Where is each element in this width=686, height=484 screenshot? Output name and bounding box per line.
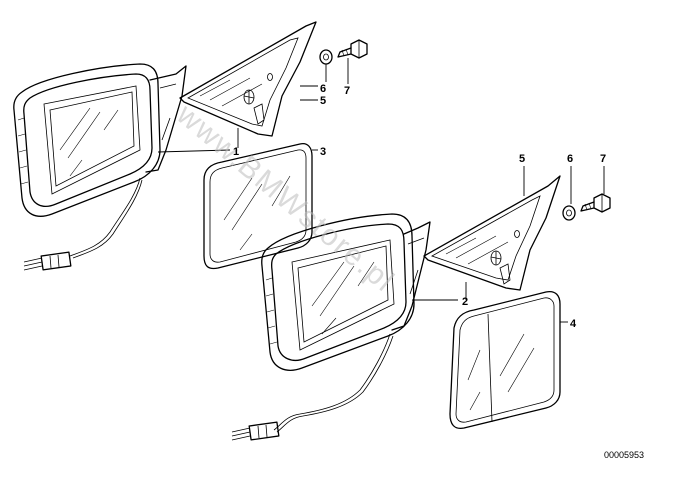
callout-left-glass: 3 (320, 146, 326, 158)
right-mirror-base (423, 175, 561, 291)
callout-right-assembly: 2 (462, 296, 468, 308)
callout-left-assembly: 1 (233, 146, 239, 158)
left-mirror-base (179, 21, 317, 137)
right-mirror-glass (449, 290, 561, 430)
right-mirror-assembly (231, 213, 431, 441)
callout-right-screw: 7 (600, 153, 606, 165)
left-mirror-assembly (13, 63, 187, 271)
diagram-part-number: 00005953 (604, 450, 644, 460)
callout-right-base: 5 (519, 153, 525, 165)
callout-left-screw: 7 (344, 85, 350, 97)
callout-right-washer: 6 (567, 153, 573, 165)
right-screw (580, 193, 611, 213)
callout-left-base: 5 (320, 95, 326, 107)
left-screw (337, 39, 368, 59)
callout-left-washer: 6 (320, 83, 326, 95)
right-washer (562, 205, 576, 221)
callout-right-glass: 4 (570, 318, 577, 330)
left-washer (319, 49, 333, 65)
leader-lines (157, 58, 605, 323)
